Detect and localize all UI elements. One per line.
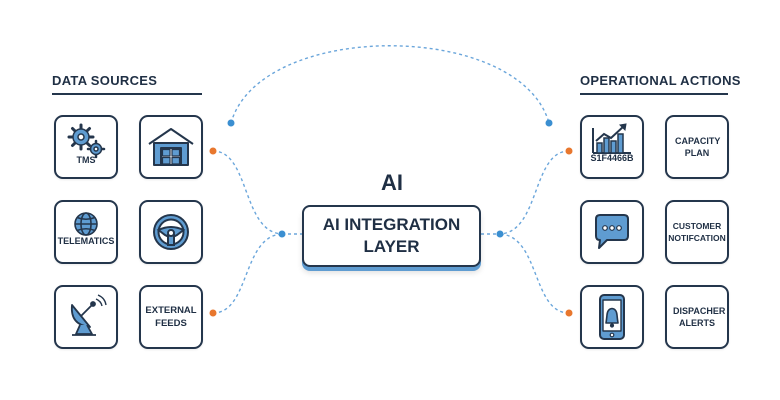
action-node-mobile-alert[interactable] [580,285,644,349]
operational-actions-heading: OPERATIONAL ACTIONS [580,73,741,88]
data-sources-heading: DATA SOURCES [52,73,158,88]
source-node-external-feeds[interactable]: EXTERNAL FEEDS [139,285,203,349]
port-dot-right-top [565,147,573,155]
phone-alert-icon [599,294,625,340]
source-node-tms[interactable]: TMS [54,115,118,179]
action-node-capacity-plan[interactable]: CAPACITY PLAN [665,115,729,179]
source-node-warehouse[interactable] [139,115,203,179]
data-sources-underline [52,93,202,95]
connector-right-top [499,150,570,235]
capacity-plan-label: CAPACITY PLAN [675,136,721,158]
source-node-satellite[interactable] [54,285,118,349]
globe-icon [74,212,98,236]
chat-bubble-icon [595,214,629,249]
satellite-dish-icon [70,294,107,336]
action-node-messaging[interactable] [580,200,644,264]
top-arc-connector [230,45,550,124]
action-node-customer-notification[interactable]: CUSTOMER NOTIFCATION [665,200,729,264]
port-dot-left-bottom [209,309,217,317]
steering-wheel-icon [153,214,189,250]
ai-integration-layer-box[interactable]: AI INTEGRATION LAYER [302,205,481,267]
telematics-label: TELEMATICS [57,236,115,246]
port-dot-right-bottom [565,309,573,317]
action-node-dispatcher-alerts[interactable]: DISPACHER ALERTS [665,285,729,349]
external-feeds-label: EXTERNAL FEEDS [145,305,197,329]
bar-chart-icon [592,123,631,154]
analytics-label: S1F4466B [590,153,634,163]
arc-dot-right [545,119,553,127]
source-node-vehicle[interactable] [139,200,203,264]
action-node-analytics[interactable]: S1F4466B [580,115,644,179]
gears-icon [67,123,106,159]
connector-left-bottom [212,233,283,314]
source-node-telematics[interactable]: TELEMATICS [54,200,118,264]
dispatcher-alerts-label: DISPACHER ALERTS [673,306,726,328]
connector-left-top [212,150,283,235]
customer-notification-label: CUSTOMER NOTIFCATION [668,221,726,243]
ai-badge: AI [381,170,403,195]
arc-dot-left [227,119,235,127]
warehouse-icon [148,128,194,166]
tms-label: TMS [76,155,96,165]
port-dot-left-top [209,147,217,155]
ai-integration-layer-label: AI INTEGRATION LAYER [322,215,461,256]
connector-right-bottom [499,233,570,314]
operational-actions-underline [580,93,728,95]
hub-dot-right [496,230,504,238]
hub-dot-left [278,230,286,238]
